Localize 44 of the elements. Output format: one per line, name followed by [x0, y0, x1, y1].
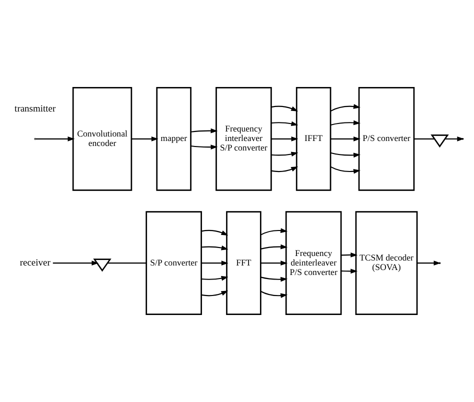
arrow — [260, 228, 288, 236]
arrow — [52, 260, 98, 266]
arrow — [190, 128, 218, 134]
node-box: FFT — [226, 211, 261, 315]
node-box: IFFT — [295, 87, 331, 191]
node-box: Convolutional encoder — [72, 87, 132, 191]
arrow — [330, 166, 360, 174]
arrow — [260, 244, 288, 250]
arrow — [330, 136, 360, 142]
arrow — [270, 136, 298, 142]
node-antenna — [92, 258, 111, 272]
arrow — [416, 260, 440, 266]
connector — [414, 138, 434, 140]
arrow — [270, 152, 298, 157]
arrow — [260, 260, 288, 266]
arrow — [270, 106, 298, 112]
arrow — [200, 245, 228, 250]
node-box: Frequency deinterleaver P/S converter — [284, 211, 342, 315]
node-box: Frequency interleaver S/P converter — [215, 87, 272, 191]
arrow — [340, 252, 358, 258]
arrow — [190, 144, 218, 150]
arrow — [330, 152, 360, 158]
arrow — [340, 268, 358, 274]
node-antenna — [430, 134, 448, 148]
node-box: mapper — [156, 87, 191, 191]
arrow — [200, 260, 228, 266]
arrow — [131, 136, 158, 142]
arrow — [270, 166, 298, 172]
node-text: receiver — [19, 258, 50, 269]
arrow — [35, 136, 74, 142]
node-box: TCSM decoder (SOVA) — [354, 211, 418, 315]
node-box: S/P converter — [145, 211, 202, 315]
arrow — [200, 230, 228, 236]
node-box: P/S converter — [358, 87, 414, 191]
arrow — [260, 290, 288, 298]
arrow — [330, 120, 360, 126]
arrow — [444, 136, 464, 142]
arrow — [330, 104, 360, 112]
label: transmitter — [14, 104, 56, 115]
arrow — [270, 121, 298, 126]
arrow — [200, 290, 228, 296]
arrow — [260, 276, 288, 282]
connector — [107, 262, 146, 264]
arrow — [200, 276, 228, 281]
